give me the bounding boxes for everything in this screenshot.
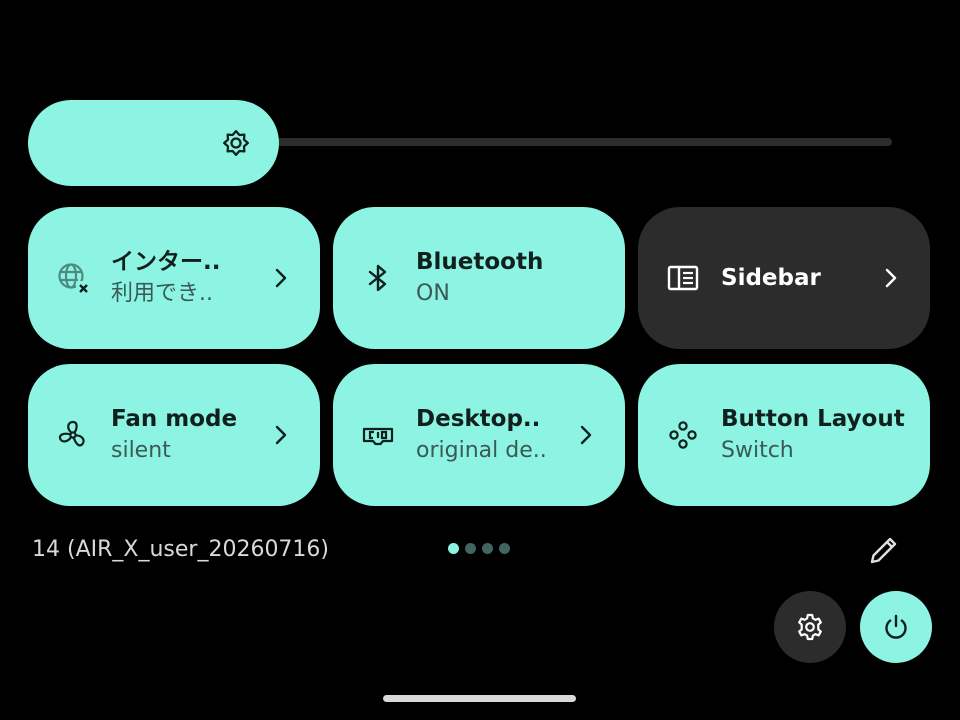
chevron-right-icon[interactable] [575,424,597,446]
chevron-right-icon[interactable] [880,267,902,289]
button-layout-icon [669,421,697,449]
brightness-slider[interactable] [28,100,892,186]
tile-desktop[interactable]: Desktop.. original de.. [333,364,625,506]
brightness-slider-track[interactable] [28,138,892,146]
tile-internet[interactable]: インター.. 利用でき.. [28,207,320,349]
tile-sidebar[interactable]: Sidebar [638,207,930,349]
brightness-slider-fill[interactable] [28,100,279,186]
tile-sidebar-title: Sidebar [721,265,821,291]
page-dot [482,543,493,554]
bluetooth-icon [368,264,387,292]
tile-button-layout-title: Button Layout [721,406,905,432]
tile-internet-title: インター.. [111,249,221,275]
tile-bluetooth-title: Bluetooth [416,249,544,275]
tile-button-layout[interactable]: Button Layout Switch [638,364,930,506]
power-button[interactable] [860,591,932,663]
tile-desktop-title: Desktop.. [416,406,541,432]
settings-button[interactable] [774,591,846,663]
power-icon [885,614,907,639]
tile-fan-mode-subtitle: silent [111,438,171,463]
tile-fan-mode-title: Fan mode [111,406,238,432]
navigation-handle[interactable] [383,695,576,702]
fan-icon [58,420,85,447]
sidebar-icon [667,265,699,291]
tile-bluetooth-subtitle: ON [416,281,450,306]
tile-bluetooth[interactable]: Bluetooth ON [333,207,625,349]
chevron-right-icon[interactable] [270,424,292,446]
page-dot [448,543,459,554]
page-dot [465,543,476,554]
gamepad-icon [362,427,394,446]
globe-off-icon [58,263,90,295]
page-dot [499,543,510,554]
brightness-icon [223,130,249,156]
tile-internet-subtitle: 利用でき.. [111,281,213,306]
build-number-label[interactable]: 14 (AIR_X_user_20260716) [32,537,330,562]
tile-desktop-subtitle: original de.. [416,438,547,463]
pencil-icon[interactable] [864,530,904,570]
gear-icon [798,613,822,641]
tile-button-layout-subtitle: Switch [721,438,794,463]
page-indicator [448,543,510,555]
tile-fan-mode[interactable]: Fan mode silent [28,364,320,506]
chevron-right-icon[interactable] [270,267,292,289]
